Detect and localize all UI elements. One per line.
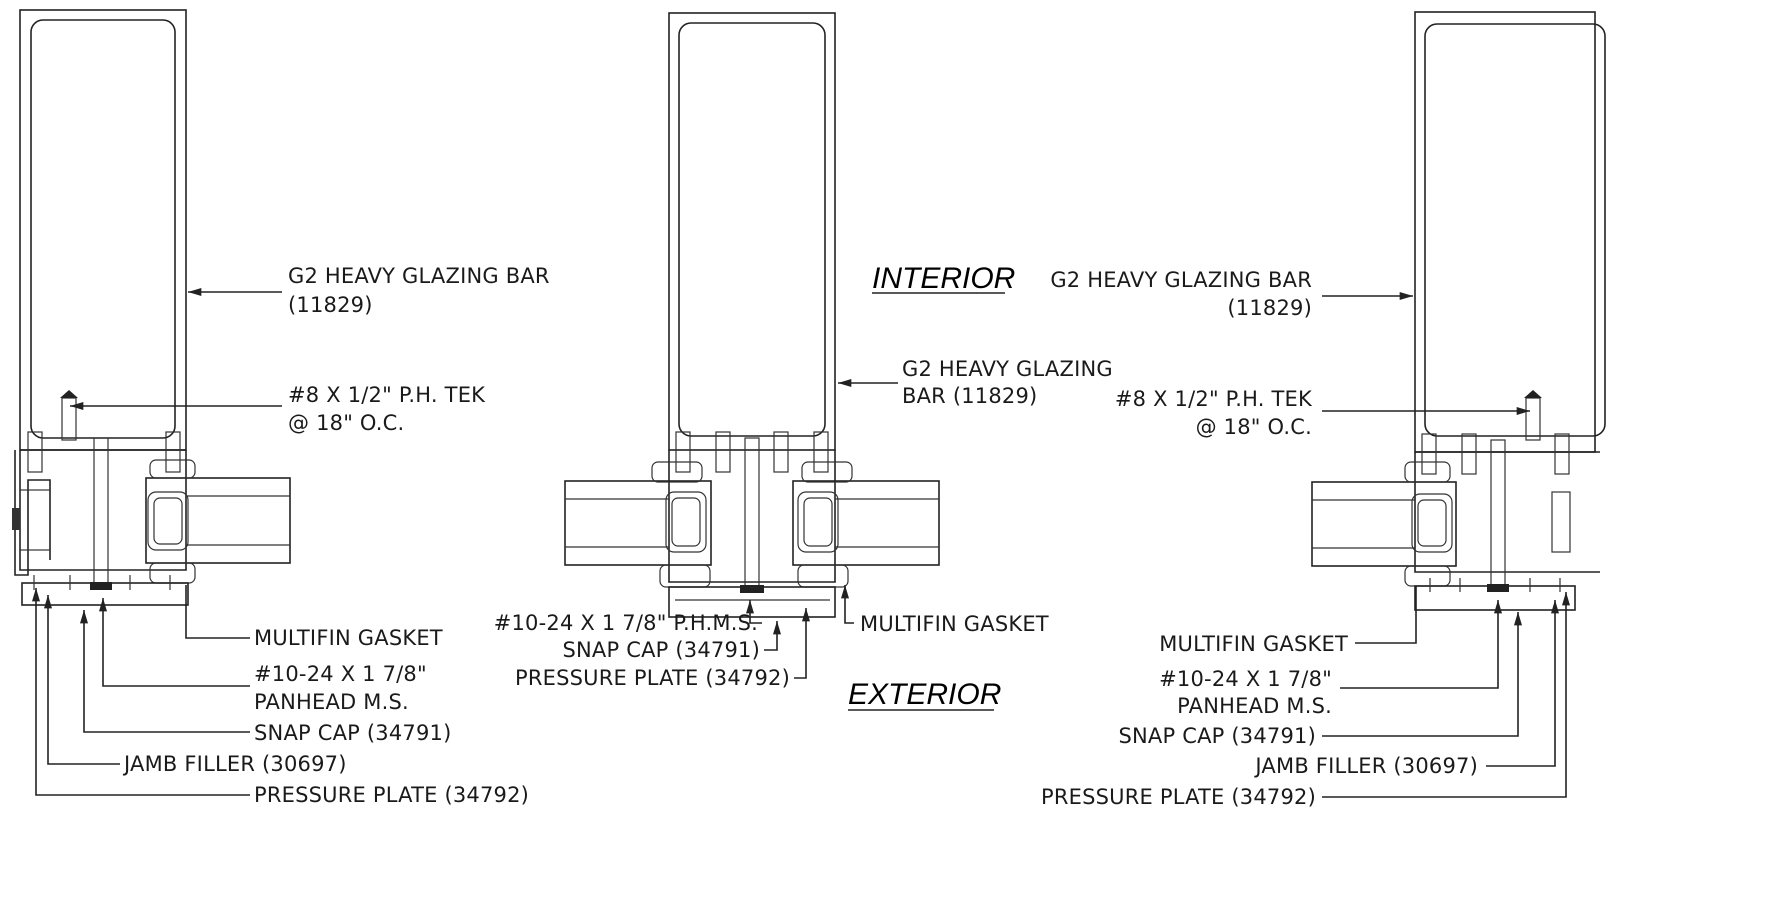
left-detail — [12, 9, 291, 606]
right-labels: G2 HEAVY GLAZING BAR (11829) #8 X 1/2" P… — [1041, 268, 1478, 809]
left-screw-label-1: #10-24 X 1 7/8" — [254, 662, 427, 686]
left-leaders — [32, 288, 282, 796]
right-leaders — [1322, 292, 1570, 798]
left-snap-label: SNAP CAP (34791) — [254, 721, 452, 745]
left-plate-label: PRESSURE PLATE (34792) — [254, 783, 529, 807]
left-bar-label-2: (11829) — [288, 293, 373, 317]
center-bar-label-2: BAR (11829) — [902, 384, 1037, 408]
center-snap-label: SNAP CAP (34791) — [562, 638, 760, 662]
center-plate-label: PRESSURE PLATE (34792) — [515, 666, 790, 690]
left-tek-label-1: #8 X 1/2" P.H. TEK — [288, 383, 486, 407]
right-plate-label: PRESSURE PLATE (34792) — [1041, 785, 1316, 809]
left-screw-label-2: PANHEAD M.S. — [254, 690, 409, 714]
left-bar-label-1: G2 HEAVY GLAZING BAR — [288, 264, 550, 288]
exterior-label: EXTERIOR — [848, 678, 1001, 711]
right-bar-label-2: (11829) — [1227, 296, 1312, 320]
center-detail — [564, 12, 940, 618]
center-screw-label: #10-24 X 1 7/8" P.H.M.S. — [494, 611, 758, 635]
left-tek-label-2: @ 18" O.C. — [288, 411, 404, 435]
center-leaders — [746, 379, 898, 679]
right-snap-label: SNAP CAP (34791) — [1118, 724, 1316, 748]
right-jamb-label: JAMB FILLER (30697) — [1253, 754, 1478, 778]
center-gasket-label: MULTIFIN GASKET — [860, 612, 1049, 636]
center-labels: INTERIOR G2 HEAVY GLAZING BAR (11829) #1… — [494, 262, 1113, 711]
right-screw-label-2: PANHEAD M.S. — [1177, 694, 1332, 718]
left-jamb-label: JAMB FILLER (30697) — [122, 752, 347, 776]
right-detail — [1311, 11, 1606, 611]
right-screw-label-1: #10-24 X 1 7/8" — [1159, 667, 1332, 691]
right-tek-label-2: @ 18" O.C. — [1196, 415, 1312, 439]
left-labels: G2 HEAVY GLAZING BAR (11829) #8 X 1/2" P… — [122, 264, 550, 807]
left-gasket-label: MULTIFIN GASKET — [254, 626, 443, 650]
right-bar-label-1: G2 HEAVY GLAZING BAR — [1050, 268, 1312, 292]
interior-label: INTERIOR — [872, 262, 1015, 295]
right-tek-label-1: #8 X 1/2" P.H. TEK — [1115, 387, 1313, 411]
center-bar-label-1: G2 HEAVY GLAZING — [902, 357, 1113, 381]
right-gasket-label: MULTIFIN GASKET — [1159, 632, 1348, 656]
